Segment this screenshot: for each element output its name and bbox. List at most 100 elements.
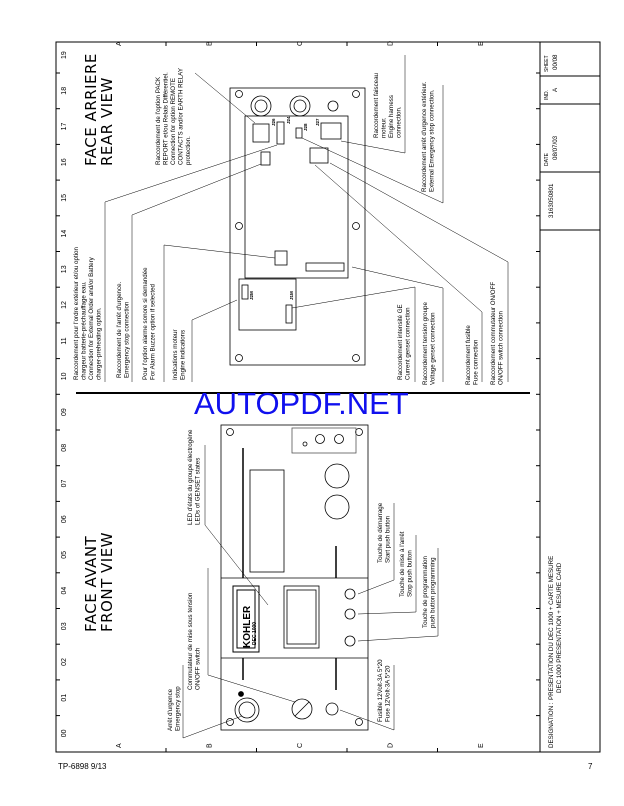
rear-view-title-fr: FACE ARRIERE	[82, 53, 100, 166]
front-leader-lines	[182, 445, 439, 739]
callout-line: For Alarm Buzzer option if selected	[150, 283, 157, 380]
callout-line: Commutateur de mise sous tension	[187, 592, 194, 690]
callout-line: Emergency stop connection	[124, 301, 131, 378]
grid-column-label: 04	[61, 587, 68, 595]
date-label: DATE	[544, 152, 550, 166]
callout-line: External Emergency stop connection.	[429, 89, 436, 192]
callout-line: ON/OFF switch connection	[498, 311, 505, 385]
grid-row-label: E	[478, 41, 485, 46]
grid-column-label: 12	[61, 301, 68, 309]
grid-row-label: E	[478, 743, 485, 748]
callout-line: Raccordement pour l'ordre extérieur et/o…	[73, 247, 80, 380]
callout-line: Emergency stop	[175, 686, 182, 731]
callout-line: chargeur batterie-préchauffage eau.	[81, 281, 88, 380]
doc-reference: TP-6898 9/13	[58, 762, 107, 771]
callout-line: Pour l'option alarme sonore si demandée	[142, 267, 149, 380]
callout-line: Connection for option REMOTE	[170, 78, 177, 165]
grid-column-label: 07	[61, 480, 68, 488]
grid-column-label: 10	[61, 372, 68, 380]
front-view-title-en: FRONT VIEW	[98, 532, 116, 632]
callout-line: Engine indications	[180, 330, 187, 380]
grid-column-label: 00	[61, 729, 68, 737]
ind-value: A	[552, 87, 559, 92]
callout-line: Raccordement tension groupe	[422, 302, 429, 385]
grid-column-label: 09	[61, 408, 68, 416]
callout-line: REPORT et/ou Relais Différentiel.	[163, 72, 170, 165]
callout-line: Touche de démarrage	[377, 502, 384, 563]
callout-line: Raccordement arrêt d'urgence extérieur.	[421, 81, 428, 192]
callout-line: push button programming	[430, 557, 437, 628]
grid-row-label: B	[207, 41, 214, 46]
drawing-frame	[55, 41, 601, 753]
grid-column-label: 19	[61, 51, 68, 59]
date-value: 08/07/03	[552, 135, 559, 160]
kohler-logo-text: KOHLER	[242, 605, 253, 648]
callout-line: Raccordement fusible	[465, 325, 472, 385]
callout-line: Indications moteur	[172, 329, 179, 380]
connector-label-j27: J27	[315, 118, 320, 126]
title-block	[540, 75, 600, 231]
callout-line: Touche de mise à l'arrêt	[399, 531, 406, 597]
rear-view-title-en: REAR VIEW	[98, 77, 116, 166]
dec-logo-text: DEC 1000	[252, 622, 258, 645]
callout-line: charger-preheating option.	[96, 307, 103, 380]
designation-label: DESIGNATION :	[548, 702, 555, 748]
connector-label-j2m: J2M	[249, 291, 254, 300]
callout-line: Raccordement de l'arrêt d'urgence.	[116, 281, 123, 378]
callout-label: Raccordement pour l'ordre extérieur et/o…	[73, 247, 103, 380]
callout-line: Raccordement faisceau	[373, 72, 380, 138]
connector-label-j26: J26	[271, 118, 276, 126]
connector-labels: J26 J24 J28 J27 J2M J1M	[249, 116, 320, 300]
grid-column-label: 06	[61, 515, 68, 523]
sheet-label: SHEET	[544, 55, 550, 72]
grid-column-label: 11	[61, 337, 68, 344]
grid-row-label: C	[297, 41, 304, 46]
designation-fr: PRESENTATION DU DEC 1000 + CARTE MESURE	[548, 556, 555, 700]
watermark: AUTOPDF.NET	[194, 386, 409, 421]
callout-line: Fuse connection	[473, 339, 480, 385]
sheet-value: 00/08	[552, 54, 559, 70]
callout-label: Raccordement arrêt d'urgence extérieur.E…	[421, 81, 436, 192]
front-plate	[220, 424, 369, 731]
callout-line: Touche de programmation	[422, 556, 429, 628]
grid-row-label: C	[297, 743, 304, 748]
callout-line: Fuse 12Volt-3A 5*20	[385, 665, 392, 722]
rear-leader-lines	[104, 55, 509, 382]
callout-line: protection.	[185, 136, 192, 165]
callout-line: Current genset connection	[405, 307, 412, 380]
callout-line: Raccordement de l'option PACK	[155, 76, 162, 165]
grid-column-label: 03	[61, 622, 68, 630]
callout-line: Stop push button	[407, 550, 414, 597]
page-number: 7	[588, 762, 593, 771]
callout-line: Arrêt d'urgence	[167, 688, 174, 731]
grid-row-label: D	[388, 743, 395, 748]
grid-column-label: 08	[61, 444, 68, 452]
callout-line: LEDs of GENSET states	[195, 458, 202, 525]
part-number: 3163050801	[548, 183, 555, 218]
front-view-title-fr: FACE AVANT	[82, 535, 100, 632]
callout-line: Engine harness	[388, 95, 395, 138]
callout-line: Connection for External Order and/or Bat…	[88, 256, 95, 380]
callout-line: moteur.	[381, 117, 388, 138]
grid-column-label: 14	[61, 230, 68, 238]
grid-ticks: 1918171615141312111009080706050403020100…	[56, 41, 540, 752]
callout-line: Voltage genset connection	[430, 312, 437, 385]
callout-line: Start push button	[385, 515, 392, 563]
callout-line: Raccordement intensité GE	[397, 304, 404, 380]
grid-column-label: 01	[61, 694, 68, 702]
connector-label-j28: J28	[303, 123, 308, 131]
